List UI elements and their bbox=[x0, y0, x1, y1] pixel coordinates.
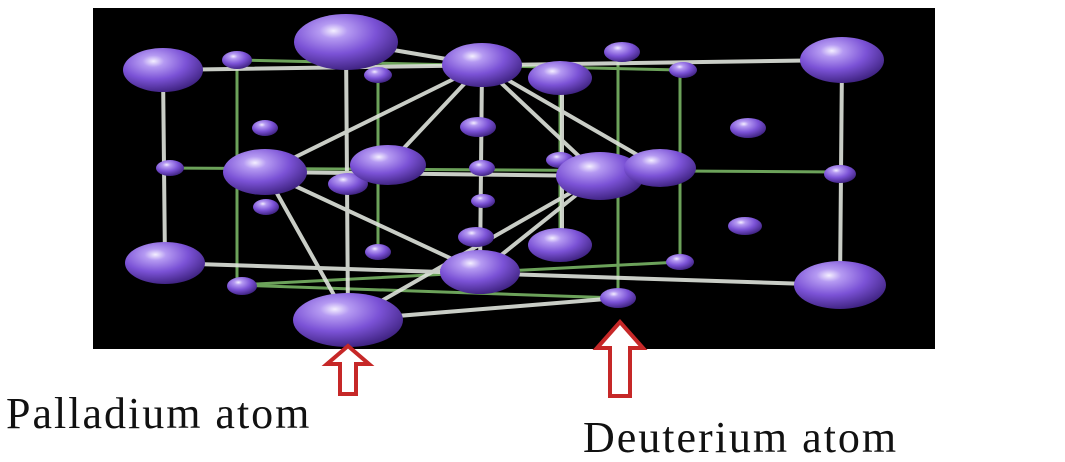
deuterium-atom bbox=[156, 160, 184, 176]
palladium-atom bbox=[794, 261, 886, 309]
deuterium-atom bbox=[469, 160, 495, 176]
palladium-atom bbox=[442, 43, 522, 87]
palladium-atom bbox=[294, 14, 398, 70]
deuterium-atom bbox=[600, 288, 636, 308]
palladium-atom bbox=[624, 149, 696, 187]
deuterium-atom bbox=[222, 51, 252, 69]
palladium-atom bbox=[528, 228, 592, 262]
deuterium-pointer-arrow-icon bbox=[592, 318, 648, 398]
palladium-atom bbox=[125, 242, 205, 284]
deuterium-atom bbox=[604, 42, 640, 62]
deuterium-atom bbox=[824, 165, 856, 183]
deuterium-atoms bbox=[156, 42, 856, 308]
deuterium-atom bbox=[364, 67, 392, 83]
palladium-atom bbox=[223, 149, 307, 195]
palladium-atom-label: Palladium atom bbox=[6, 389, 312, 438]
palladium-atom bbox=[556, 152, 644, 200]
palladium-atom bbox=[800, 37, 884, 83]
deuterium-atom bbox=[730, 118, 766, 138]
deuterium-atom bbox=[666, 254, 694, 270]
palladium-atom bbox=[440, 250, 520, 294]
deuterium-atom bbox=[253, 199, 279, 215]
palladium-atom bbox=[528, 61, 592, 95]
palladium-atoms bbox=[123, 14, 886, 347]
deuterium-atom bbox=[728, 217, 762, 235]
deuterium-atom bbox=[365, 244, 391, 260]
deuterium-atom bbox=[471, 194, 495, 208]
palladium-atom bbox=[123, 48, 203, 92]
palladium-atom bbox=[293, 293, 403, 347]
deuterium-atom bbox=[460, 117, 496, 137]
deuterium-atom bbox=[458, 227, 494, 247]
palladium-pointer-arrow-icon bbox=[321, 343, 375, 396]
deuterium-atom bbox=[669, 62, 697, 78]
deuterium-atom bbox=[252, 120, 278, 136]
deuterium-atom-label: Deuterium atom bbox=[583, 413, 899, 462]
deuterium-atom bbox=[328, 173, 368, 195]
palladium-atom bbox=[350, 145, 426, 185]
deuterium-atom bbox=[227, 277, 257, 295]
